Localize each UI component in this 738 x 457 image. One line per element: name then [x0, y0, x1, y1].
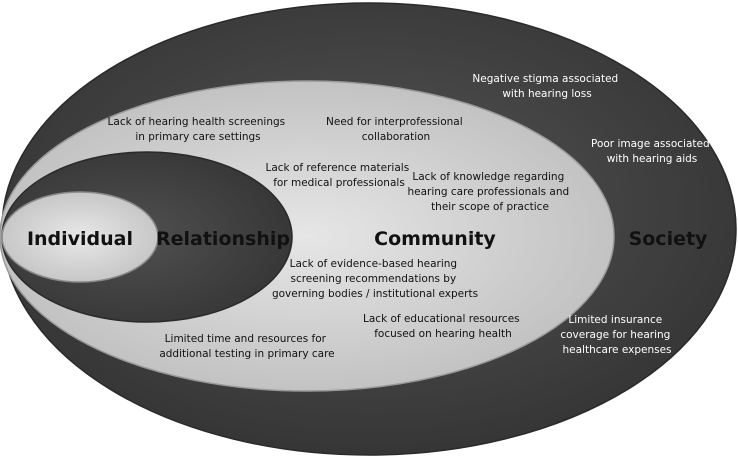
barrier-line: Negative stigma associated	[472, 73, 618, 85]
individual-label: Individual	[27, 228, 133, 250]
barrier-line: additional testing in primary care	[159, 348, 334, 360]
individual-ellipse	[1, 191, 159, 283]
barrier-line: with hearing aids	[607, 153, 698, 165]
barrier-line: Limited time and resources for	[165, 333, 327, 345]
barrier-line: screening recommendations by	[290, 273, 456, 285]
barrier-interprofessional: Need for interprofessional collaboration	[326, 116, 466, 143]
barrier-evidence: Lack of evidence-based hearing screening…	[272, 258, 478, 300]
barrier-line: Poor image associated	[591, 138, 710, 150]
barrier-poor-image: Poor image associated with hearing aids	[591, 138, 713, 165]
barrier-line: coverage for hearing	[560, 329, 670, 341]
barrier-line: Lack of hearing health screenings	[108, 116, 286, 128]
barrier-line: with hearing loss	[502, 88, 591, 100]
barrier-line: in primary care settings	[135, 131, 260, 143]
barrier-line: focused on hearing health	[374, 328, 512, 340]
barrier-knowledge: Lack of knowledge regarding hearing care…	[407, 171, 572, 213]
barrier-line: Lack of reference materials	[265, 162, 409, 174]
barrier-line: Limited insurance	[568, 314, 662, 326]
barrier-line: Lack of educational resources	[363, 313, 520, 325]
barrier-line: Lack of evidence-based hearing	[290, 258, 457, 270]
society-label: Society	[629, 228, 708, 250]
barrier-screenings: Lack of hearing health screenings in pri…	[108, 116, 289, 143]
barrier-line: their scope of practice	[431, 201, 549, 213]
barrier-limited-time: Limited time and resources for additiona…	[159, 333, 334, 360]
barrier-line: hearing care professionals and	[407, 186, 569, 198]
relationship-label: Relationship	[156, 228, 290, 250]
barrier-line: collaboration	[362, 131, 430, 143]
community-label: Community	[374, 228, 496, 250]
barrier-line: Need for interprofessional	[326, 116, 463, 128]
barrier-line: healthcare expenses	[563, 344, 672, 356]
barrier-educational: Lack of educational resources focused on…	[363, 313, 523, 340]
barrier-line: Lack of knowledge regarding	[412, 171, 564, 183]
barrier-insurance: Limited insurance coverage for hearing h…	[560, 314, 673, 356]
barrier-negative-stigma: Negative stigma associated with hearing …	[472, 73, 621, 100]
barrier-reference-materials: Lack of reference materials for medical …	[265, 162, 412, 189]
barrier-line: governing bodies / institutional experts	[272, 288, 478, 300]
barrier-line: for medical professionals	[273, 177, 405, 189]
